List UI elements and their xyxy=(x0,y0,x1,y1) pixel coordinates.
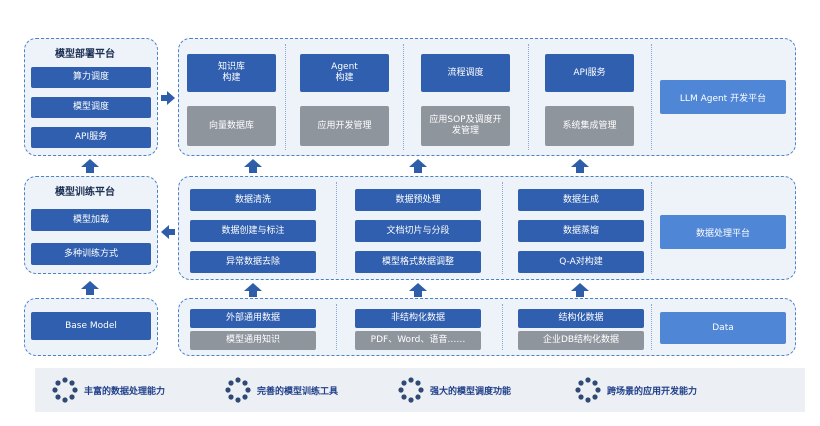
deploy-platform-panel: 模型部署平台 算力调度 模型调度 API服务 xyxy=(24,38,158,156)
app-dev-management-box: 应用开发管理 xyxy=(300,106,389,146)
data-label: Data xyxy=(660,312,786,344)
feature-item: 强大的模型调度功能 xyxy=(398,374,511,406)
general-knowledge-box: 模型通用知识 xyxy=(190,331,316,350)
separator xyxy=(336,182,337,274)
sop-dev-management-box: 应用SOP及调度开 发管理 xyxy=(421,106,510,146)
loading-circle-icon xyxy=(398,377,424,403)
separator xyxy=(403,44,404,150)
data-processing-label: 数据处理平台 xyxy=(660,215,786,249)
feature-label: 跨场景的应用开发能力 xyxy=(607,386,698,397)
up-arrow-icon xyxy=(244,159,262,173)
up-arrow-icon xyxy=(81,281,99,295)
flow-scheduling-box: 流程调度 xyxy=(421,54,510,92)
document-chunking-box: 文档切片与分段 xyxy=(355,220,481,242)
enterprise-db-box: 企业DB结构化数据 xyxy=(518,331,644,350)
separator xyxy=(651,44,652,150)
up-arrow-icon xyxy=(571,283,589,297)
up-arrow-icon xyxy=(571,159,589,173)
external-data-box: 外部通用数据 xyxy=(190,309,316,328)
structured-data-box: 结构化数据 xyxy=(518,309,644,328)
loading-circle-icon xyxy=(575,377,601,403)
format-adjustment-box: 模型格式数据调整 xyxy=(355,251,481,273)
separator xyxy=(502,304,503,350)
system-integration-box: 系统集成管理 xyxy=(545,106,634,146)
model-scheduling-box: 模型调度 xyxy=(31,97,151,118)
base-model-panel: Base Model xyxy=(24,298,158,356)
base-model-box: Base Model xyxy=(31,312,151,340)
knowledge-base-build-box: 知识库 构建 xyxy=(187,54,276,92)
data-preprocessing-box: 数据预处理 xyxy=(355,189,481,211)
training-methods-box: 多种训练方式 xyxy=(31,243,151,265)
left-arrow-icon xyxy=(161,225,175,239)
train-platform-title: 模型训练平台 xyxy=(55,187,115,198)
up-arrow-icon xyxy=(244,283,262,297)
llm-agent-platform-label: LLM Agent 开发平台 xyxy=(660,80,786,114)
right-arrow-icon xyxy=(161,91,175,105)
data-generation-box: 数据生成 xyxy=(518,189,644,211)
compute-scheduling-box: 算力调度 xyxy=(31,67,151,88)
anomaly-removal-box: 异常数据去除 xyxy=(190,251,316,273)
feature-item: 跨场景的应用开发能力 xyxy=(575,374,697,406)
feature-label: 强大的模型调度功能 xyxy=(430,386,512,397)
model-loading-box: 模型加载 xyxy=(31,209,151,231)
api-service-app-box: API服务 xyxy=(545,54,634,92)
separator xyxy=(502,182,503,274)
separator xyxy=(285,44,286,150)
feature-label: 丰富的数据处理能力 xyxy=(84,386,166,397)
up-arrow-icon xyxy=(81,159,99,173)
data-distillation-box: 数据蒸馏 xyxy=(518,220,644,242)
separator xyxy=(651,182,652,274)
up-arrow-icon xyxy=(409,283,427,297)
data-annotation-box: 数据创建与标注 xyxy=(190,220,316,242)
unstructured-data-box: 非结构化数据 xyxy=(355,309,481,328)
separator xyxy=(651,304,652,350)
qa-pair-build-box: Q-A对构建 xyxy=(518,251,644,273)
train-platform-panel: 模型训练平台 模型加载 多种训练方式 xyxy=(24,176,158,274)
separator xyxy=(336,304,337,350)
deploy-platform-title: 模型部署平台 xyxy=(55,49,115,60)
vector-database-box: 向量数据库 xyxy=(187,106,276,146)
agent-build-box: Agent 构建 xyxy=(300,54,389,92)
feature-item: 完善的模型训练工具 xyxy=(225,374,338,406)
api-service-box: API服务 xyxy=(31,127,151,148)
up-arrow-icon xyxy=(409,159,427,173)
loading-circle-icon xyxy=(225,377,251,403)
feature-label: 完善的模型训练工具 xyxy=(257,386,339,397)
feature-item: 丰富的数据处理能力 xyxy=(52,374,165,406)
data-cleaning-box: 数据清洗 xyxy=(190,189,316,211)
document-formats-box: PDF、Word、语音…… xyxy=(355,331,481,350)
separator xyxy=(528,44,529,150)
loading-circle-icon xyxy=(52,377,78,403)
